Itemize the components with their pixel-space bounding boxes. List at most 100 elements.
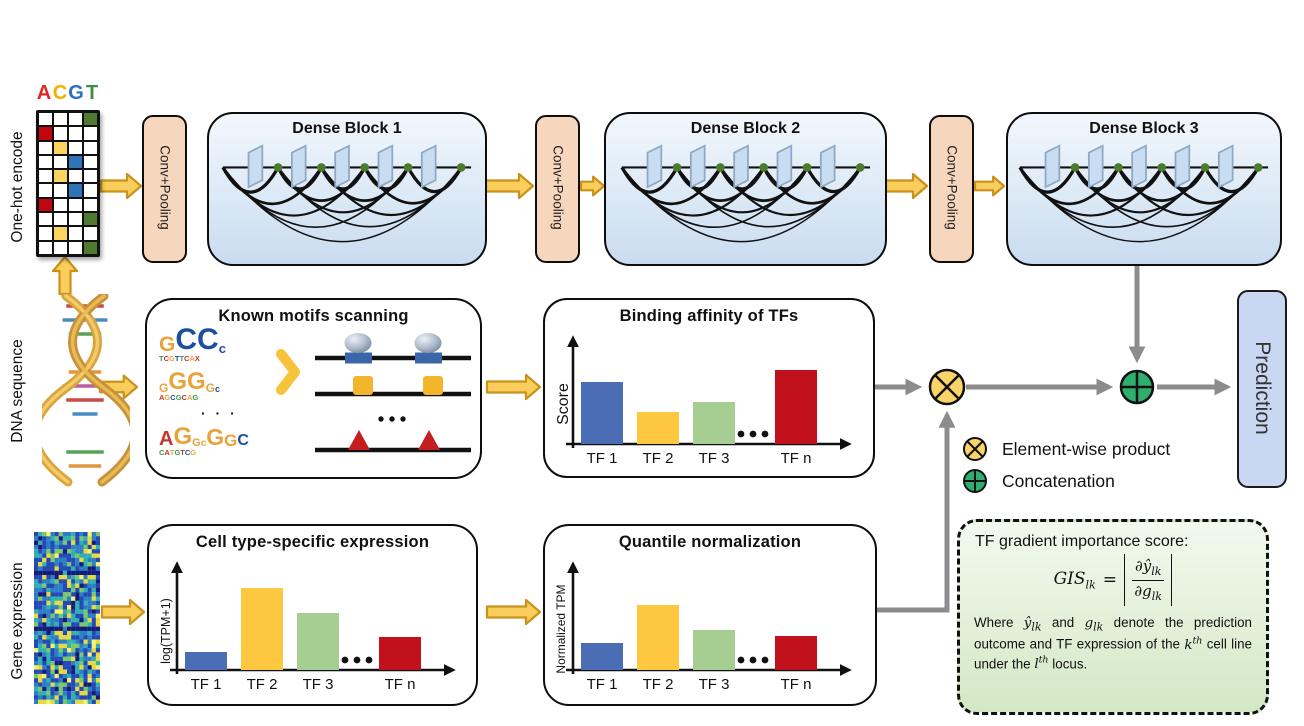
gis-formula: GISlk = ∂ŷlk ∂glk [960, 554, 1266, 606]
onehot-cell [39, 213, 52, 226]
onehot-cell [84, 213, 97, 226]
legend-concat-label: Concatenation [1002, 470, 1115, 491]
bar-label: TF 3 [699, 450, 730, 467]
feature-node-dot [317, 163, 326, 172]
quantile-title: Quantile normalization [618, 533, 802, 551]
logo-tiny-letter: A [189, 354, 195, 363]
formula-denominator: ∂glk [1134, 581, 1162, 603]
onehot-cell [54, 198, 67, 212]
logo-tiny-letter: G [175, 393, 182, 402]
concatenation-legend-icon [963, 469, 987, 493]
logo-letter: A [159, 428, 174, 450]
flow-arrow-icon [884, 172, 929, 200]
flow-arrow-icon [485, 373, 542, 401]
logo-tiny-letter: G [190, 448, 197, 457]
logo-letter: C [175, 323, 198, 356]
base-letter: G [68, 82, 84, 104]
base-letter: T [85, 82, 99, 104]
gis-body-text: Where ŷlk and glk denote the prediction … [974, 615, 1252, 673]
onehot-cell [39, 170, 52, 183]
concatenation-icon [1119, 369, 1155, 405]
conv-layer-plate [247, 144, 264, 189]
logo-tiny-letter: G [174, 448, 181, 457]
logo-tiny-letter: X [194, 354, 200, 363]
conv-layer-plate [1217, 144, 1234, 189]
feature-node-dot [273, 163, 283, 172]
feature-node-dot [456, 163, 466, 172]
logo-tiny-letter: C [170, 393, 176, 402]
logo-letter: c [218, 341, 226, 356]
onehot-cell [84, 184, 97, 197]
logo-letter: C [237, 432, 249, 449]
bar-tf-2 [637, 605, 679, 670]
bar-label: TF 2 [643, 450, 674, 467]
feature-node-dot [403, 163, 413, 172]
onehot-cell [54, 141, 67, 154]
motif-scanning-graphic [276, 333, 471, 453]
bar-label: TF 1 [191, 676, 222, 693]
bar-tf-3 [297, 613, 339, 670]
logo-letter: G [192, 437, 201, 449]
dna-sequence-label: DNA sequence [9, 339, 26, 443]
conv-layer-plate [420, 144, 437, 189]
bar-label: TF 3 [303, 676, 334, 693]
onehot-cell [84, 198, 97, 212]
bar-label: TF 3 [699, 676, 730, 693]
onehot-cell [69, 241, 82, 254]
formula-equals: = [1102, 570, 1117, 590]
feature-node-dot [1200, 163, 1210, 172]
motif-track-protein [315, 333, 471, 364]
logo-tiny-letter: T [179, 354, 185, 363]
logo-tiny-letter: A [186, 393, 193, 402]
conv-layer-plate [689, 144, 706, 189]
bar-tf-2 [637, 412, 679, 444]
dense-connections-graphic [1018, 144, 1269, 243]
onehot-cell [69, 127, 82, 140]
onehot-cell [39, 241, 52, 254]
formula-fraction: ∂ŷlk ∂glk [1131, 557, 1165, 603]
logo-letter: G [159, 381, 169, 395]
cell-expression-panel: Cell type-specific expression log(TPM+1)… [147, 524, 478, 706]
conv-pooling-label: Conv+Pooling [157, 145, 172, 230]
dense-block-title: Dense Block 2 [690, 120, 801, 137]
logo-letter: G [159, 333, 176, 356]
conv-layer-plate [290, 144, 307, 189]
conv-pooling-1: Conv+Pooling [142, 115, 187, 263]
onehot-cell [69, 170, 82, 183]
dense-block-3: Dense Block 3 [1006, 112, 1282, 266]
flow-arrow-icon [99, 172, 143, 200]
flow-arrow-icon [579, 175, 606, 197]
flow-arrow-icon [100, 598, 146, 626]
conv-layer-plate [1131, 144, 1147, 189]
conv-layer-plate [776, 144, 792, 189]
onehot-cell [54, 241, 67, 254]
logo-letter: G [173, 423, 193, 450]
onehot-cell [69, 227, 82, 240]
onehot-cell [84, 141, 97, 154]
protein-sphere-icon [414, 333, 442, 353]
prediction-box: Prediction [1237, 290, 1287, 488]
legend-product-label: Element-wise product [1002, 438, 1171, 459]
gis-title: TF gradient importance score: [975, 533, 1189, 550]
onehot-cell [84, 227, 97, 240]
quantile-normalization-panel: Quantile normalization Normalized TPM TF… [543, 524, 877, 706]
feature-node-dot [1070, 163, 1080, 172]
flow-arrow-icon [485, 598, 542, 626]
bar-tf-3 [693, 630, 735, 670]
formula-lhs: GISlk [1053, 568, 1096, 592]
bar-tf-1 [581, 643, 623, 670]
gene-expression-label: Gene expression [9, 562, 26, 680]
bar-tf-n [775, 636, 817, 670]
conv-pooling-3: Conv+Pooling [929, 115, 974, 263]
onehot-cell [54, 113, 67, 126]
flow-arrow-icon [51, 255, 79, 296]
motifs-title: Known motifs scanning [218, 307, 409, 325]
onehot-cell [39, 227, 52, 240]
grey-connectors [872, 264, 1232, 613]
